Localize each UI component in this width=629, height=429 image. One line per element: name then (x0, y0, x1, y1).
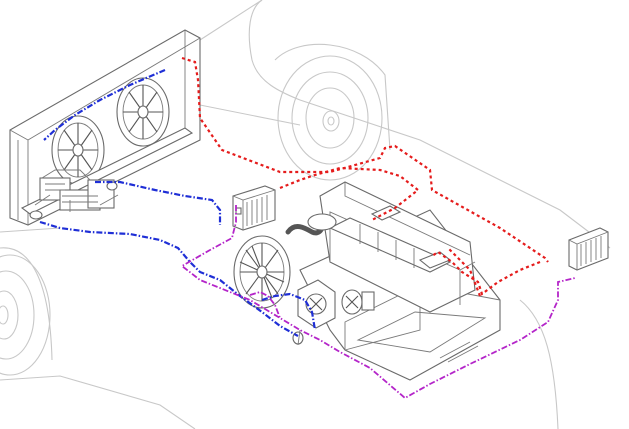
coolant-pump (292, 279, 336, 346)
heating-line-loop (180, 205, 576, 400)
rear-heat-exchanger (568, 227, 609, 271)
coolant-line-mid (95, 180, 222, 225)
coolant-circuit (39, 68, 317, 337)
body-side-line (0, 227, 196, 429)
refrigerant-circuit (181, 56, 549, 297)
refrigerant-line-rear (431, 250, 541, 296)
vehicle-body-outline (0, 0, 611, 429)
coolant-line-top (43, 68, 166, 141)
refrigerant-line-engine (279, 166, 420, 221)
front-radiator-fan-module (9, 29, 201, 226)
heating-line-branch (249, 291, 281, 319)
front-heat-exchanger (232, 185, 276, 231)
wheel-front-left (0, 247, 53, 376)
coolant-line-pump (261, 292, 317, 331)
engine-cooling-fan (233, 235, 291, 309)
wheel-front-right (274, 43, 391, 181)
coolant-line-bottom (39, 220, 299, 337)
engine-block (319, 181, 476, 315)
condenser-fan-right (116, 77, 170, 147)
body-top-outline (248, 0, 611, 249)
heating-circuit (180, 205, 576, 400)
refrigerant-line-front (181, 56, 549, 263)
refrigerant-line-return (447, 247, 482, 297)
body-rear-outline (519, 299, 559, 429)
compressor-cluster (29, 169, 119, 220)
